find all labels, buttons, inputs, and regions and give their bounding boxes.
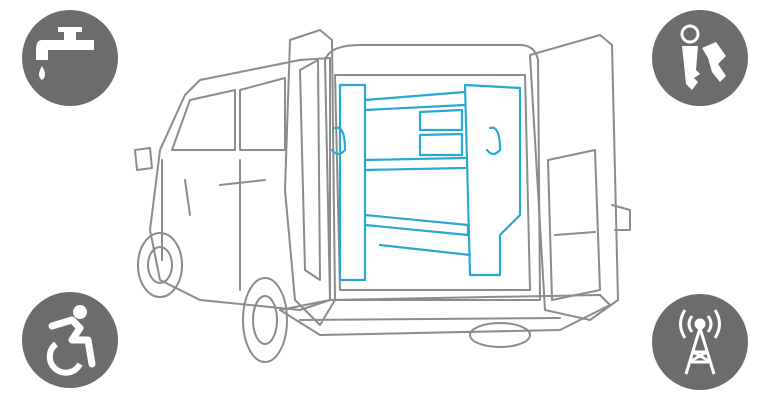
radio-tower-icon (652, 294, 748, 390)
shelving-unit (330, 83, 522, 282)
accessibility-badge (22, 292, 118, 388)
radio-tower-badge (652, 294, 748, 390)
water-tap-badge (22, 10, 118, 106)
keys-icon (652, 10, 748, 106)
keys-badge (652, 10, 748, 106)
accessibility-icon (22, 292, 118, 388)
water-tap-icon (22, 10, 118, 106)
